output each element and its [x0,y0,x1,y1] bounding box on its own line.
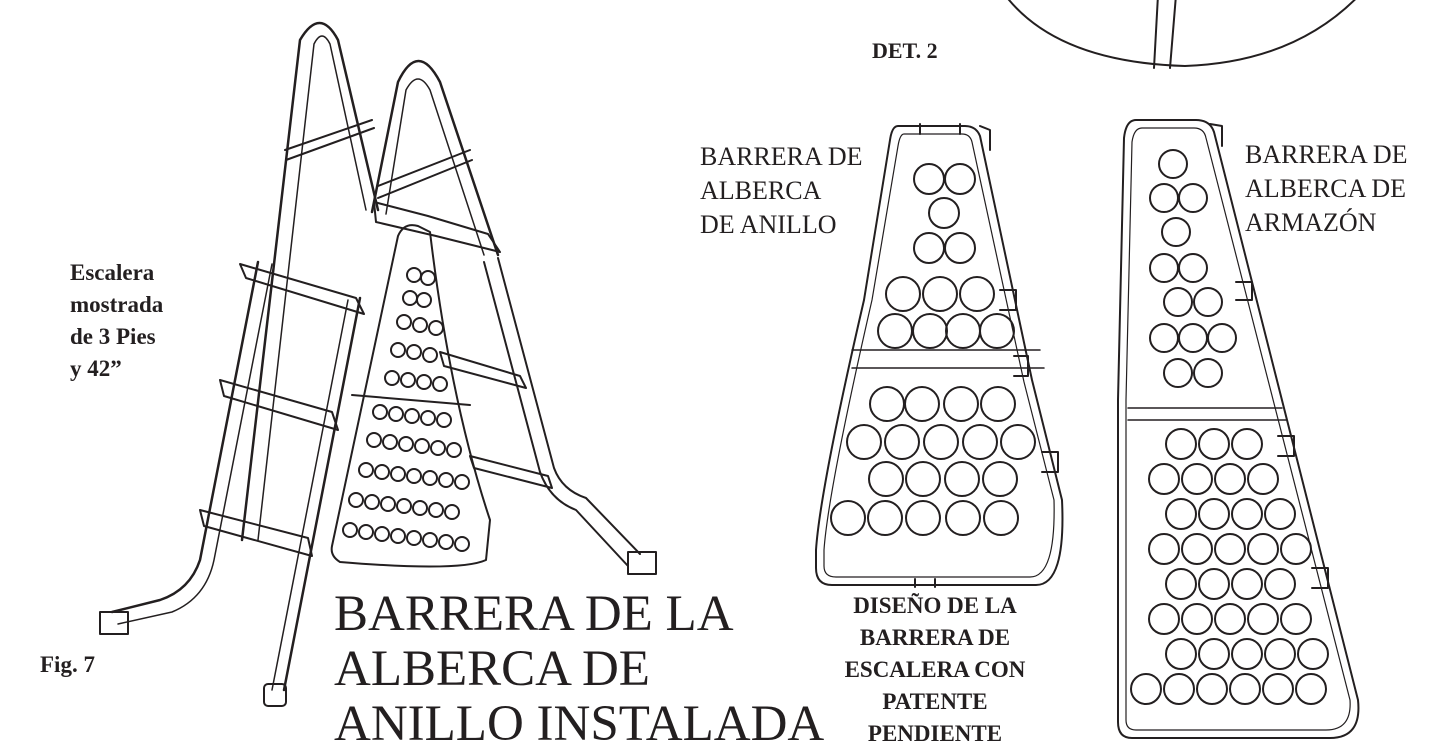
figure-label: Fig. 7 [40,652,95,677]
design-caption-line: DISEÑO DE LA [853,593,1017,618]
ladder-note-line: y 42” [70,356,122,381]
installed-caption: BARRERA DE LA ALBERCA DE ANILLO INSTALAD… [334,587,824,752]
ring-barrier-label: BARRERA DE ALBERCA DE ANILLO [700,140,863,242]
ring-barrier-line: BARRERA DE [700,142,863,171]
detail-2-label: DET. 2 [872,38,938,63]
frame-barrier-label: BARRERA DE ALBERCA DE ARMAZÓN [1245,138,1408,240]
frame-barrier-line: ARMAZÓN [1245,208,1377,237]
design-caption-line: ESCALERA CON [844,657,1026,682]
installed-caption-line: ANILLO INSTALADA [334,696,825,752]
pool-ladder [99,21,657,707]
installed-caption-line: BARRERA DE LA [334,586,734,642]
frame-barrier-line: ALBERCA DE [1245,174,1407,203]
ring-barrier-line: DE ANILLO [700,210,837,239]
design-patent-caption: DISEÑO DE LA BARRERA DE ESCALERA CON PAT… [822,590,1048,750]
detail-2-circle [1007,0,1356,69]
ladder-note-line: Escalera [70,260,155,285]
ladder-note-line: mostrada [70,292,164,317]
ring-barrier-line: ALBERCA [700,176,822,205]
design-caption-line: BARRERA DE [859,625,1011,650]
design-caption-line: PATENTE [882,689,988,714]
frame-barrier-line: BARRERA DE [1245,140,1408,169]
ring-barrier-panel [815,123,1064,588]
frame-barrier-panel [1117,119,1360,739]
ladder-size-note: Escalera mostrada de 3 Pies y 42” [70,257,163,385]
ladder-note-line: de 3 Pies [70,324,156,349]
design-caption-line: PENDIENTE [867,721,1003,746]
installed-caption-line: ALBERCA DE [334,641,650,697]
